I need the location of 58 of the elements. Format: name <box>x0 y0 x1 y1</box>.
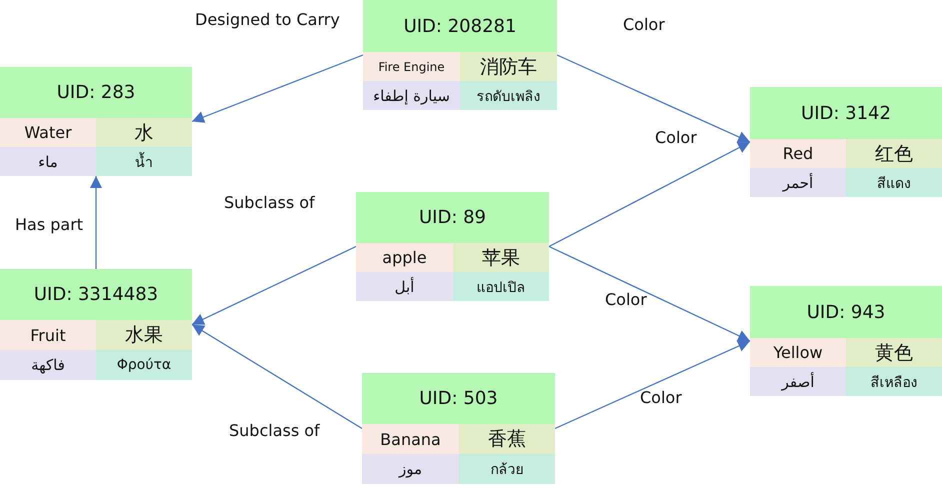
name-cell: 消防车 <box>460 52 557 81</box>
entity-card <box>362 373 555 484</box>
edge-label: Color <box>605 290 647 309</box>
entity-card <box>363 0 557 110</box>
name-cell: 黄色 <box>846 338 942 367</box>
edge-label: Has part <box>15 215 84 234</box>
name-cell: سيارة إطفاء <box>363 81 460 110</box>
arrow <box>556 54 750 143</box>
name-cell: สีแดง <box>846 168 942 197</box>
arrow <box>192 246 356 326</box>
name-cell: 水果 <box>96 320 192 350</box>
entity-card <box>0 269 192 380</box>
uid-label: UID: 283 <box>56 82 136 103</box>
entity-card <box>0 67 192 176</box>
arrow <box>192 54 364 123</box>
name-cell: 水 <box>96 118 192 147</box>
arrow <box>192 324 362 430</box>
name-cell: Φρούτα <box>96 350 192 380</box>
name-cell: แอปเปิล <box>453 272 549 301</box>
edge-label: Color <box>655 128 697 147</box>
name-cell: ماء <box>0 147 96 176</box>
name-cell: فاكهة <box>0 350 96 380</box>
name-cell: أحمر <box>750 168 846 197</box>
entity-card <box>356 192 549 301</box>
name-cell: 红色 <box>846 139 942 168</box>
edge-label: Color <box>623 15 665 34</box>
name-cell: Fruit <box>0 320 96 350</box>
entity-card <box>750 286 942 396</box>
name-cell: Banana <box>362 424 459 454</box>
uid-label: UID: 503 <box>419 388 498 409</box>
name-cell: موز <box>362 454 459 484</box>
edge-label: Subclass of <box>229 421 320 440</box>
name-cell: สีเหลือง <box>846 367 942 396</box>
entity-card <box>750 87 942 197</box>
edge-label: Designed to Carry <box>195 10 340 29</box>
name-cell: Fire Engine <box>363 52 460 81</box>
edge-label: Color <box>640 388 682 407</box>
uid-label: UID: 3314483 <box>34 284 158 305</box>
name-cell: 苹果 <box>453 243 549 272</box>
name-cell: apple <box>356 243 453 272</box>
edge-label: Subclass of <box>224 193 315 212</box>
uid-label: UID: 943 <box>806 302 886 322</box>
name-cell: Water <box>0 118 96 147</box>
name-cell: أصفر <box>750 367 846 396</box>
name-cell: Red <box>750 139 846 168</box>
uid-label: UID: 3142 <box>801 102 891 124</box>
name-cell: 香蕉 <box>459 424 555 454</box>
name-cell: น้ำ <box>96 147 192 176</box>
uid-label: UID: 208281 <box>404 16 516 36</box>
arrow <box>548 246 750 342</box>
name-cell: กล้วย <box>459 454 555 484</box>
arrow <box>548 141 750 248</box>
arrow <box>90 176 102 269</box>
name-cell: Yellow <box>750 338 846 367</box>
uid-label: UID: 89 <box>418 207 486 228</box>
name-cell: أبل <box>356 272 453 301</box>
name-cell: รถดับเพลิง <box>460 81 557 110</box>
arrow <box>554 340 750 430</box>
